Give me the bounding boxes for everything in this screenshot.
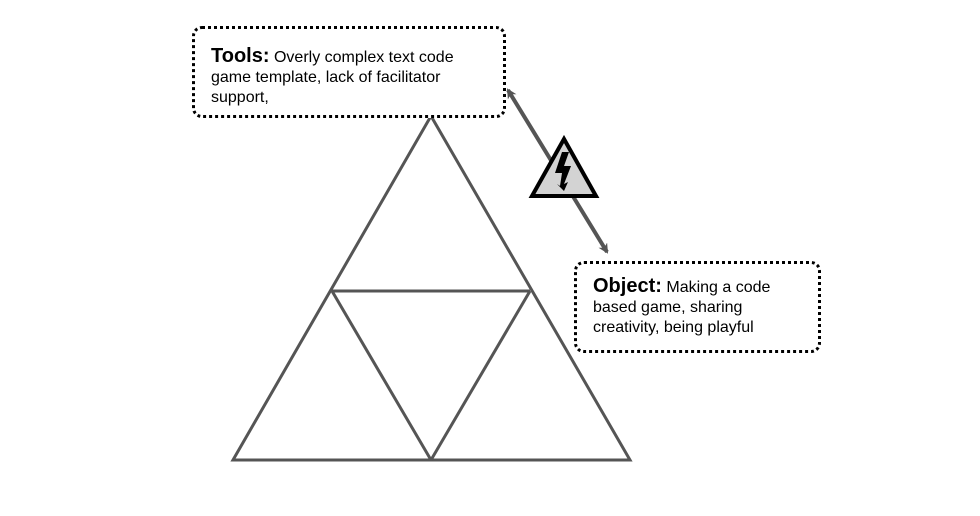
object-note: Object: Making a code based game, sharin…	[574, 261, 821, 353]
activity-triangle	[230, 112, 633, 462]
object-text: Making a code based game, sharing creati…	[593, 279, 771, 336]
tools-text: Overly complex text code game template, …	[211, 49, 454, 106]
triangle-midline-right	[429, 290, 532, 461]
high-voltage-warning-icon	[528, 134, 600, 198]
tools-note: Tools: Overly complex text code game tem…	[192, 26, 506, 118]
tools-heading: Tools:	[211, 45, 270, 67]
object-heading: Object:	[593, 275, 662, 297]
triangle-midline-left	[330, 290, 433, 461]
